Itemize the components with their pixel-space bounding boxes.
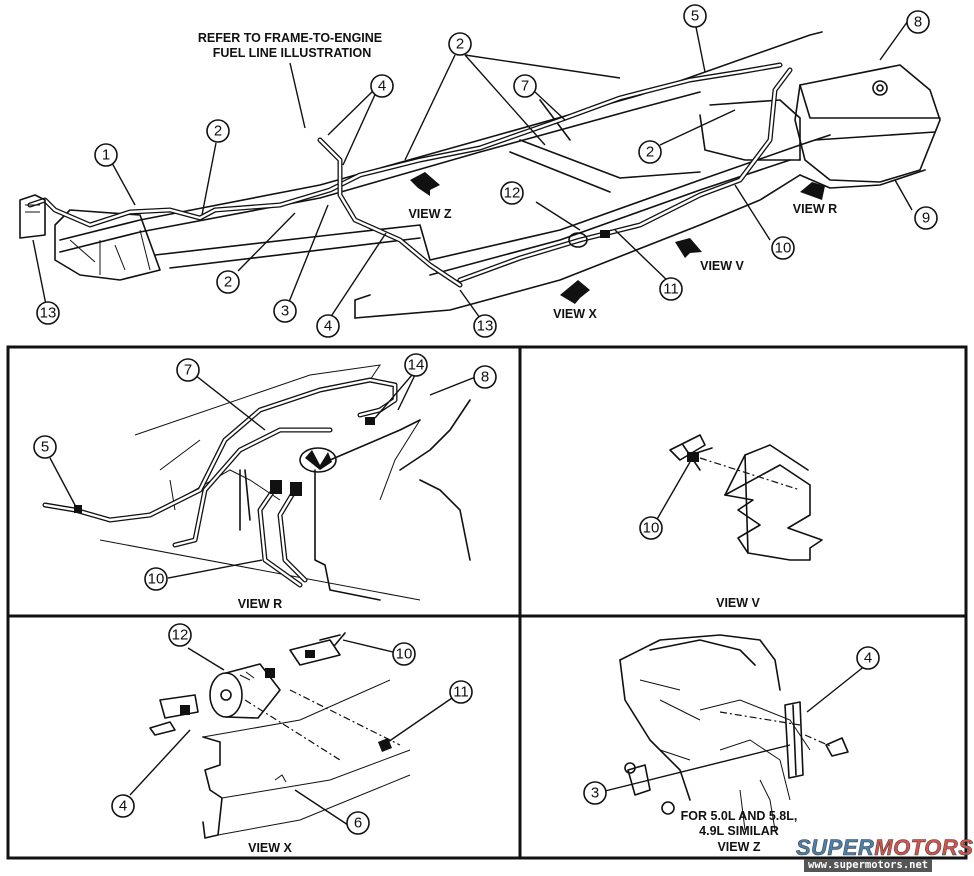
view-z-caption-line-3: VIEW Z	[717, 840, 760, 854]
svg-text:4: 4	[378, 78, 386, 95]
svg-text:4: 4	[864, 650, 872, 667]
view-v-arrow-icon	[675, 238, 702, 258]
svg-text:7: 7	[184, 362, 192, 379]
view-v-caption: VIEW V	[716, 596, 760, 610]
view-z-caption-line-1: FOR 5.0L AND 5.8L,	[681, 809, 798, 823]
svg-text:14: 14	[408, 357, 425, 374]
fuel-lines	[19, 62, 793, 288]
callout-9: 9	[914, 206, 938, 230]
svg-text:12: 12	[504, 185, 521, 202]
view-x-callout-6: 6	[346, 811, 370, 835]
view-x-callout-11: 11	[449, 680, 473, 704]
svg-text:2: 2	[456, 36, 464, 53]
main-leaders	[32, 17, 913, 319]
callout-13: 13	[473, 314, 497, 338]
view-x-callout-4: 4	[111, 794, 135, 818]
callout-2: 2	[216, 270, 240, 294]
svg-text:6: 6	[354, 815, 362, 832]
svg-text:11: 11	[453, 684, 469, 701]
svg-text:3: 3	[281, 303, 289, 320]
view-r-caption: VIEW R	[238, 597, 282, 611]
svg-text:7: 7	[521, 78, 529, 95]
svg-text:8: 8	[481, 369, 489, 386]
callout-2: 2	[206, 119, 230, 143]
view-x-caption: VIEW X	[248, 841, 292, 855]
view-x-label: VIEW X	[553, 307, 597, 321]
watermark-url: www.supermotors.net	[804, 859, 933, 872]
callout-2: 2	[448, 32, 472, 56]
note-line-2: FUEL LINE ILLUSTRATION	[213, 46, 372, 60]
detail-panels-frame	[6, 345, 968, 860]
view-z-callout-4: 4	[856, 646, 880, 670]
view-r-callout-8: 8	[473, 365, 497, 389]
callout-2: 2	[638, 140, 662, 164]
callout-5: 5	[683, 4, 707, 28]
svg-text:13: 13	[477, 318, 494, 335]
callout-4: 4	[316, 314, 340, 338]
callout-4: 4	[370, 74, 394, 98]
callout-3: 3	[273, 299, 297, 323]
svg-text:10: 10	[643, 520, 660, 537]
note-line-1: REFER TO FRAME-TO-ENGINE	[198, 31, 382, 45]
watermark-brand-b: MOTORS	[874, 835, 974, 860]
watermark-brand-a: SUPER	[796, 835, 875, 860]
svg-text:10: 10	[148, 571, 165, 588]
callout-13: 13	[36, 301, 60, 325]
svg-text:4: 4	[324, 318, 332, 335]
svg-text:2: 2	[224, 274, 232, 291]
view-z-callout-3: 3	[583, 781, 607, 805]
view-r-callout-5: 5	[33, 435, 57, 459]
view-r-panel: 5 7 14 8 10 VIEW R	[33, 353, 497, 611]
view-v-panel: 10 VIEW V	[639, 434, 823, 610]
view-x-callout-10: 10	[392, 642, 416, 666]
note-leader	[289, 62, 306, 129]
svg-text:2: 2	[214, 123, 222, 140]
view-r-callout-14: 14	[404, 353, 428, 377]
main-view: REFER TO FRAME-TO-ENGINE FUEL LINE ILLUS…	[19, 4, 941, 338]
svg-text:11: 11	[663, 281, 679, 298]
callout-12: 12	[500, 181, 524, 205]
view-v-label: VIEW V	[700, 259, 744, 273]
view-z-label: VIEW Z	[408, 207, 451, 221]
frame-rails	[54, 31, 831, 319]
view-x-callout-12: 12	[168, 623, 192, 647]
callout-7: 7	[513, 74, 537, 98]
callout-8: 8	[906, 10, 930, 34]
svg-text:3: 3	[591, 785, 599, 802]
view-r-callout-10: 10	[144, 567, 168, 591]
callout-1: 1	[94, 143, 118, 167]
svg-text:8: 8	[914, 14, 922, 31]
view-z-arrow-icon	[410, 172, 440, 196]
view-r-callout-7: 7	[176, 358, 200, 382]
svg-text:1: 1	[102, 147, 110, 164]
supermotors-watermark: SUPERMOTORS www.supermotors.net	[790, 835, 974, 874]
view-r-arrow-icon	[800, 182, 825, 200]
fuel-tank	[699, 64, 941, 189]
view-z-panel: 4 3 FOR 5.0L AND 5.8L, 4.9L SIMILAR VIEW…	[583, 634, 880, 854]
svg-text:9: 9	[922, 210, 930, 227]
view-z-caption-line-2: 4.9L SIMILAR	[699, 824, 779, 838]
watermark-logo: SUPERMOTORS	[796, 835, 974, 860]
svg-text:10: 10	[775, 240, 792, 257]
svg-text:5: 5	[41, 439, 49, 456]
svg-text:10: 10	[396, 646, 413, 663]
view-v-callout-10: 10	[639, 516, 663, 540]
svg-text:12: 12	[172, 627, 189, 644]
callout-11: 11	[659, 277, 683, 301]
callout-10: 10	[771, 236, 795, 260]
view-r-label: VIEW R	[793, 202, 837, 216]
view-x-arrow-icon	[560, 280, 590, 304]
svg-text:2: 2	[646, 144, 654, 161]
view-x-panel: 12 10 11 4 6 VIEW X	[111, 623, 473, 855]
view-arrows: VIEW Z VIEW R VIEW V VIEW X	[408, 172, 837, 321]
svg-text:4: 4	[119, 798, 127, 815]
svg-text:13: 13	[40, 305, 57, 322]
svg-text:5: 5	[691, 8, 699, 25]
